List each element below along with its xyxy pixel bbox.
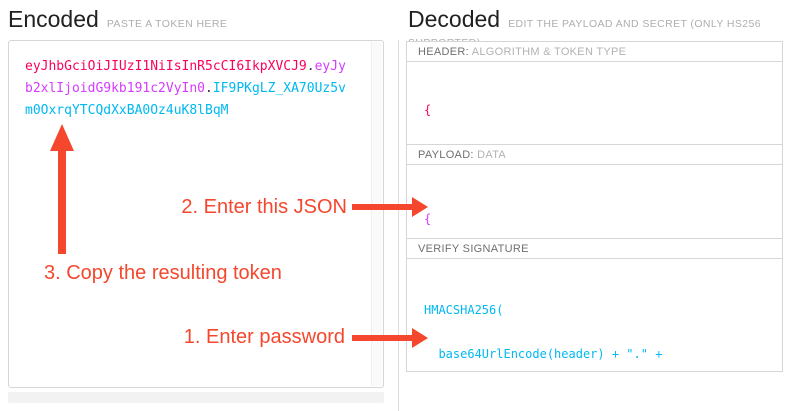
annotation-arrow-right-icon [352, 335, 413, 341]
header-label: HEADER: [418, 46, 469, 58]
annotation-arrow-right-icon [352, 204, 413, 210]
encoded-title-row: Encoded PASTE A TOKEN HERE [8, 6, 227, 33]
signature-code-line: HMACSHA256( [424, 303, 504, 317]
token-header-segment: eyJhbGciOiJIUzI1NiIsInR5cCI6IkpXVCJ9 [25, 59, 307, 74]
annotation-arrowhead-up-icon [50, 124, 74, 151]
header-json-editor[interactable]: { "alg": "HS256", "typ": "JWT" } [406, 61, 783, 145]
payload-section-label: PAYLOAD: DATA [406, 144, 783, 165]
horizontal-scrollbar[interactable] [8, 392, 384, 403]
token-signature-segment: IF9PKgLZ_XA70Uz5vm0OxrqYTCQdXxBA0Oz4uK8l… [25, 81, 346, 118]
annotation-step1: 1. Enter password [183, 326, 345, 348]
header-json-line: { [424, 103, 432, 117]
header-label-secondary: ALGORITHM & TOKEN TYPE [471, 46, 627, 58]
encoded-vertical-scrollbar[interactable] [371, 42, 382, 386]
header-section-label: HEADER: ALGORITHM & TOKEN TYPE [406, 41, 783, 62]
encoded-token-text: eyJhbGciOiJIUzI1NiIsInR5cCI6IkpXVCJ9.eyJ… [25, 56, 349, 122]
verify-signature-area: HMACSHA256( base64UrlEncode(header) + ".… [406, 258, 783, 372]
encoded-subtitle: PASTE A TOKEN HERE [106, 18, 228, 30]
annotation-step3: 3. Copy the resulting token [44, 262, 282, 284]
encoded-token-textarea[interactable]: eyJhbGciOiJIUzI1NiIsInR5cCI6IkpXVCJ9.eyJ… [8, 40, 384, 388]
annotation-arrowhead-right-icon [412, 328, 428, 348]
annotation-arrow-up-icon [58, 149, 66, 254]
decoded-title: Decoded [408, 6, 501, 32]
token-separator: . [205, 81, 213, 96]
token-separator: . [306, 59, 315, 74]
token-payload-segment: eyJyb2xlIjoidG9kb191c2VyIn0 [25, 59, 346, 96]
payload-json-line: { [424, 212, 432, 226]
signature-code-line: base64UrlEncode(header) + "." + [424, 347, 663, 361]
annotation-step2: 2. Enter this JSON [181, 196, 347, 218]
payload-json-editor[interactable]: { "role": "todo_user" } [406, 164, 783, 239]
column-divider [398, 40, 399, 411]
encoded-title: Encoded [8, 6, 99, 32]
payload-label: PAYLOAD: [418, 149, 474, 161]
payload-label-secondary: DATA [477, 149, 507, 161]
annotation-arrowhead-right-icon [412, 197, 428, 217]
decoded-panel: HEADER: ALGORITHM & TOKEN TYPE { "alg": … [406, 41, 783, 372]
verify-signature-label: VERIFY SIGNATURE [418, 243, 529, 255]
verify-signature-section-label: VERIFY SIGNATURE [406, 238, 783, 259]
